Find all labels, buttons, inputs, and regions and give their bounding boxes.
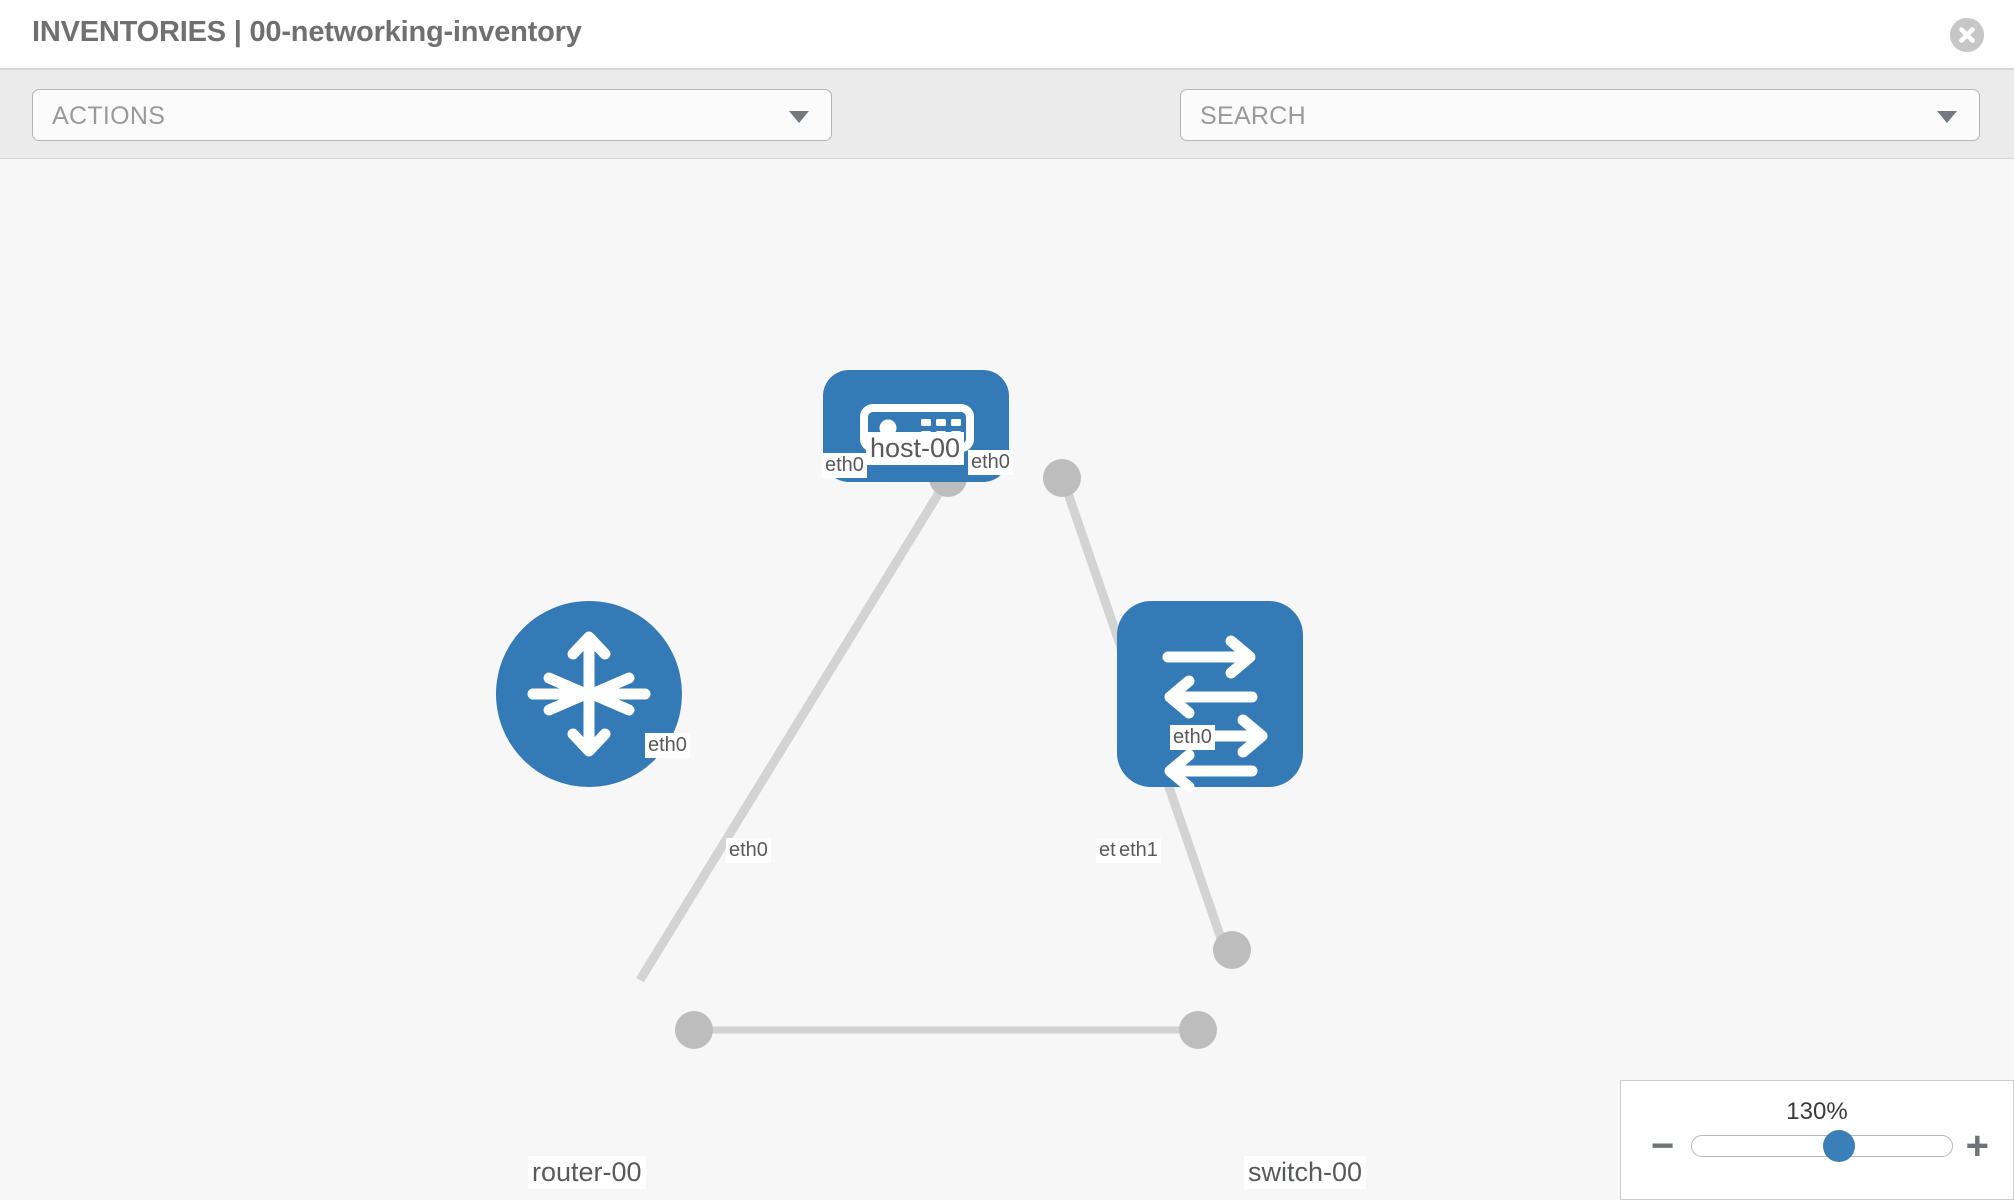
iface-label-host-eth0-left[interactable]: eth0 [822, 453, 867, 478]
zoom-out-button[interactable]: − [1651, 1124, 1675, 1168]
node-router-00 [496, 601, 682, 787]
iface-label-switch-eth1[interactable]: eth1 [1116, 838, 1161, 863]
iface-label-router-eth0-uplink[interactable]: eth0 [645, 733, 690, 758]
node-switch-00 [1117, 601, 1303, 793]
actions-dropdown[interactable]: ACTIONS [32, 89, 832, 141]
port-switch-left [1179, 1011, 1217, 1049]
switch-arrows-icon [1162, 635, 1268, 793]
page-title: INVENTORIES | 00-networking-inventory [32, 16, 582, 48]
router-arrows-icon [527, 631, 651, 757]
port-host-right [1043, 459, 1081, 497]
page-header: INVENTORIES | 00-networking-inventory [0, 0, 2014, 70]
zoom-level-value: 130% [1786, 1098, 1848, 1125]
node-label-host-00[interactable]: host-00 [866, 432, 965, 466]
zoom-in-button[interactable]: + [1965, 1124, 1989, 1168]
close-icon[interactable] [1950, 18, 1984, 52]
link-host-router [636, 467, 957, 983]
chevron-down-icon [789, 111, 809, 123]
zoom-control-panel: 130% − + [1620, 1080, 2014, 1200]
search-placeholder: SEARCH [1200, 102, 1306, 130]
zoom-slider-thumb[interactable] [1823, 1130, 1856, 1162]
chevron-down-icon[interactable] [1937, 111, 1957, 123]
search-input[interactable]: SEARCH [1180, 89, 1980, 141]
actions-dropdown-label: ACTIONS [52, 102, 166, 130]
iface-label-router-eth0[interactable]: eth0 [726, 838, 771, 863]
toolbar: ACTIONS SEARCH [0, 70, 2014, 197]
node-label-router-00[interactable]: router-00 [528, 1156, 646, 1190]
topology-canvas[interactable]: host-00 router-00 switch-00 eth0 eth0 et… [0, 160, 2014, 1200]
node-label-switch-00[interactable]: switch-00 [1244, 1156, 1367, 1190]
topology-graph [496, 370, 1303, 1049]
zoom-slider-track[interactable] [1691, 1130, 1953, 1162]
iface-label-host-eth0-right[interactable]: eth0 [968, 450, 1013, 475]
port-switch-top [1213, 931, 1251, 969]
iface-label-switch-eth0-uplink[interactable]: eth0 [1170, 725, 1215, 750]
port-router-right [675, 1011, 713, 1049]
